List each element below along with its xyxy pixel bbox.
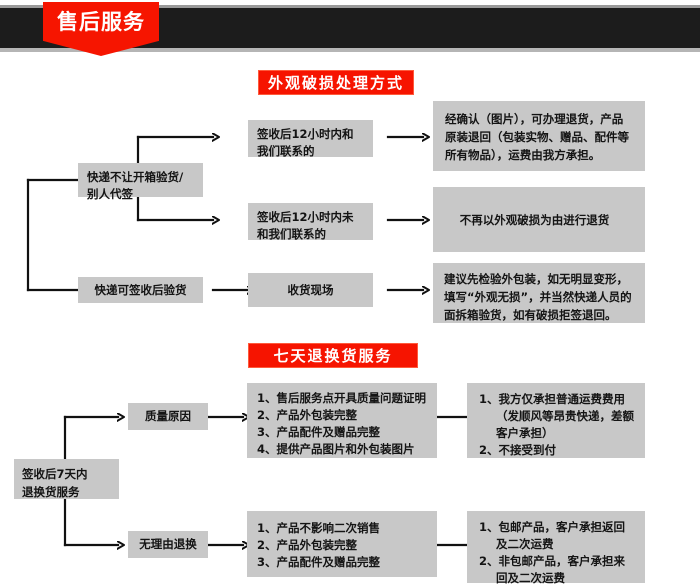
list-item-text: 产品外包装完整 <box>276 538 358 552</box>
header-bar-top-edge <box>0 5 700 9</box>
requirements-no-reason-return-list: 1、产品不影响二次销售 2、产品外包装完整 3、产品配件及赠品完整 <box>257 520 427 571</box>
header-ribbon-label: 售后服务 <box>57 10 145 34</box>
list-item-text: 产品不影响二次销售 <box>276 521 381 535</box>
list-item-number: 1、 <box>257 521 277 535</box>
list-item-text: 不接受到付 <box>498 443 557 457</box>
list-item-number: 3、 <box>257 555 277 569</box>
requirements-quality-reason-list: 1、售后服务点开具质量问题证明 2、产品外包装完整 3、产品配件及赠品完整 4、… <box>257 390 427 458</box>
list-item-number: 1、 <box>479 392 499 406</box>
list-item: 2、产品外包装完整 <box>257 407 427 424</box>
list-item-number: 2、 <box>257 538 277 552</box>
page-header: 售后服务 <box>0 0 700 60</box>
list-item: 1、产品不影响二次销售 <box>257 520 427 537</box>
node-courier-can-inspect-label: 快递可签收后验货 <box>94 282 187 297</box>
node-courier-no-inspection-line1: 快递不让开箱验货/ <box>87 170 184 184</box>
outcome-quality-reason: 1、我方仅承担普通运费费用 （发顺风等昂贵快递，差额 客户承担） 2、不接受到付 <box>467 383 645 458</box>
node-seven-day-root-line2: 退换货服务 <box>22 485 80 499</box>
header-bar-bottom-edge <box>0 48 700 52</box>
condition-at-delivery-site-label: 收货现场 <box>287 282 334 297</box>
list-item-text: 我方仅承担普通运费费用 <box>498 392 626 406</box>
list-item: 1、我方仅承担普通运费费用 <box>479 391 633 408</box>
list-item-number: 3、 <box>257 425 277 439</box>
list-item-number: 2、 <box>257 408 277 422</box>
list-item: 及二次运费 <box>479 536 633 553</box>
list-item-number: 1、 <box>479 520 499 534</box>
node-seven-day-root-line1: 签收后7天内 <box>22 467 88 481</box>
branch-label-quality-reason: 质量原因 <box>128 403 208 430</box>
list-item: 1、售后服务点开具质量问题证明 <box>257 390 427 407</box>
list-item-text: 产品配件及赠品完整 <box>276 555 381 569</box>
condition-no-contact-within-12h-line1: 签收后12小时内未 <box>257 210 354 224</box>
result-confirmed-return: 经确认（图片），可办理退货，产品原装退回（包装实物、赠品、配件等所有物品），运费… <box>433 101 645 171</box>
result-no-appearance-claim-text: 不再以外观破损为由进行退货 <box>459 212 610 227</box>
list-item-text: 非包邮产品，客户承担来 <box>498 554 626 568</box>
list-item: 3、产品配件及赠品完整 <box>257 424 427 441</box>
list-item-number: 4、 <box>257 442 277 456</box>
list-item: 3、产品配件及赠品完整 <box>257 554 427 571</box>
list-item-text: 产品外包装完整 <box>276 408 358 422</box>
list-item-number: 2、 <box>479 554 499 568</box>
branch-label-no-reason-return: 无理由退换 <box>128 531 208 558</box>
condition-contact-within-12h: 签收后12小时内和 我们联系的 <box>248 120 373 158</box>
result-inspect-packaging-advice-text: 建议先检验外包装，如无明显变形，填写“外观无损”，并当然快递人员的面拆箱验货，如… <box>444 272 632 322</box>
condition-contact-within-12h-line1: 签收后12小时内和 <box>257 127 354 141</box>
outcome-no-reason-return-list: 1、包邮产品，客户承担返回 及二次运费 2、非包邮产品，客户承担来 回及二次运费 <box>479 519 633 587</box>
condition-at-delivery-site: 收货现场 <box>248 273 373 307</box>
list-item-text: 及二次运费 <box>496 537 554 551</box>
result-no-appearance-claim: 不再以外观破损为由进行退货 <box>433 187 645 252</box>
list-item: 回及二次运费 <box>479 570 633 587</box>
requirements-no-reason-return: 1、产品不影响二次销售 2、产品外包装完整 3、产品配件及赠品完整 <box>247 511 437 577</box>
list-item-text: 客户承担） <box>496 426 554 440</box>
list-item: 2、非包邮产品，客户承担来 <box>479 553 633 570</box>
node-seven-day-root: 签收后7天内 退换货服务 <box>14 459 119 499</box>
list-item: 2、不接受到付 <box>479 442 633 459</box>
result-inspect-packaging-advice: 建议先检验外包装，如无明显变形，填写“外观无损”，并当然快递人员的面拆箱验货，如… <box>433 263 645 323</box>
branch-label-quality-reason-text: 质量原因 <box>145 409 191 423</box>
list-item-text: 提供产品图片和外包装图片 <box>276 442 415 456</box>
node-courier-can-inspect: 快递可签收后验货 <box>78 277 203 303</box>
list-item: （发顺风等昂贵快递，差额 <box>479 408 634 425</box>
section-title-seven-day-return: 七天退换货服务 <box>248 343 418 368</box>
node-courier-no-inspection-line2: 别人代签 <box>87 187 133 201</box>
list-item-text: 售后服务点开具质量问题证明 <box>276 391 427 405</box>
outcome-no-reason-return: 1、包邮产品，客户承担返回 及二次运费 2、非包邮产品，客户承担来 回及二次运费 <box>467 511 645 585</box>
result-confirmed-return-text: 经确认（图片），可办理退货，产品原装退回（包装实物、赠品、配件等所有物品），运费… <box>445 112 629 162</box>
list-item: 1、包邮产品，客户承担返回 <box>479 519 633 536</box>
list-item-number: 2、 <box>479 443 499 457</box>
list-item-text: 包邮产品，客户承担返回 <box>498 520 626 534</box>
condition-no-contact-within-12h: 签收后12小时内未 和我们联系的 <box>248 203 373 241</box>
list-item-text: 产品配件及赠品完整 <box>276 425 381 439</box>
condition-contact-within-12h-line2: 我们联系的 <box>257 144 315 158</box>
list-item-text: 回及二次运费 <box>496 571 565 585</box>
list-item: 4、提供产品图片和外包装图片 <box>257 441 427 458</box>
list-item-number: 1、 <box>257 391 277 405</box>
condition-no-contact-within-12h-line2: 和我们联系的 <box>257 227 326 241</box>
section-title-appearance-damage: 外观破损处理方式 <box>258 70 414 95</box>
node-courier-no-inspection: 快递不让开箱验货/ 别人代签 <box>78 163 203 201</box>
list-item: 客户承担） <box>479 425 633 442</box>
outcome-quality-reason-list: 1、我方仅承担普通运费费用 （发顺风等昂贵快递，差额 客户承担） 2、不接受到付 <box>479 391 634 459</box>
list-item-text: （发顺风等昂贵快递，差额 <box>496 409 634 423</box>
requirements-quality-reason: 1、售后服务点开具质量问题证明 2、产品外包装完整 3、产品配件及赠品完整 4、… <box>247 383 437 458</box>
branch-label-no-reason-return-text: 无理由退换 <box>139 537 197 551</box>
list-item: 2、产品外包装完整 <box>257 537 427 554</box>
